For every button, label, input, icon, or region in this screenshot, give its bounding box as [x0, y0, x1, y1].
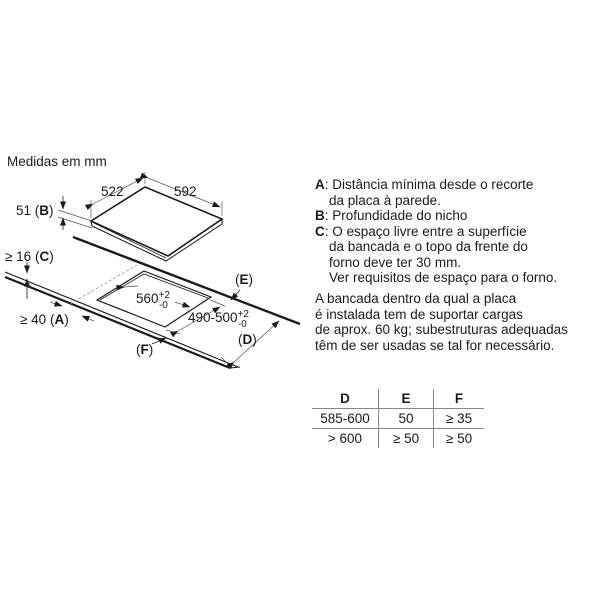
table-row: 585-600 50 ≥ 35 [312, 408, 484, 429]
installation-drawing: 522 592 51 (B) ≥ 16 (C) ≥ 40 (A) 560+2-0… [4, 172, 301, 370]
table-header: D E F [312, 389, 484, 409]
legend: A: Distância mínima desde o recorte da p… [315, 177, 557, 286]
dimensions-table: D E F 585-600 50 ≥ 35 > 600 ≥ 50 ≥ 50 [312, 389, 484, 448]
units-title: Medidas em mm [7, 154, 107, 169]
cutout-width-label: 560+2-0 [136, 290, 170, 311]
cutout-depth-label: 490-500+2-0 [188, 309, 249, 330]
wall-dist-a-label: ≥ 40 (A) [20, 312, 69, 327]
hob-width-label: 592 [174, 184, 197, 199]
f-label: (F) [136, 342, 153, 357]
hob-depth-label: 522 [101, 184, 124, 199]
table-row: > 600 ≥ 50 ≥ 50 [312, 428, 484, 448]
legend-item-b: B: Profundidade do nicho [315, 208, 468, 223]
load-note: A bancada dentro da qual a placa é insta… [315, 291, 568, 353]
hob-height-label: 51 (B) [16, 203, 54, 218]
gap-c-label: ≥ 16 (C) [5, 249, 54, 264]
d-label: (D) [238, 332, 257, 347]
wall-edge [72, 235, 301, 326]
legend-item-c: C: O espaço livre entre a superfície da … [315, 223, 558, 286]
cutout-outline [95, 270, 213, 328]
legend-item-a: A: Distância mínima desde o recorte da p… [315, 177, 534, 208]
e-label: (E) [235, 272, 253, 287]
